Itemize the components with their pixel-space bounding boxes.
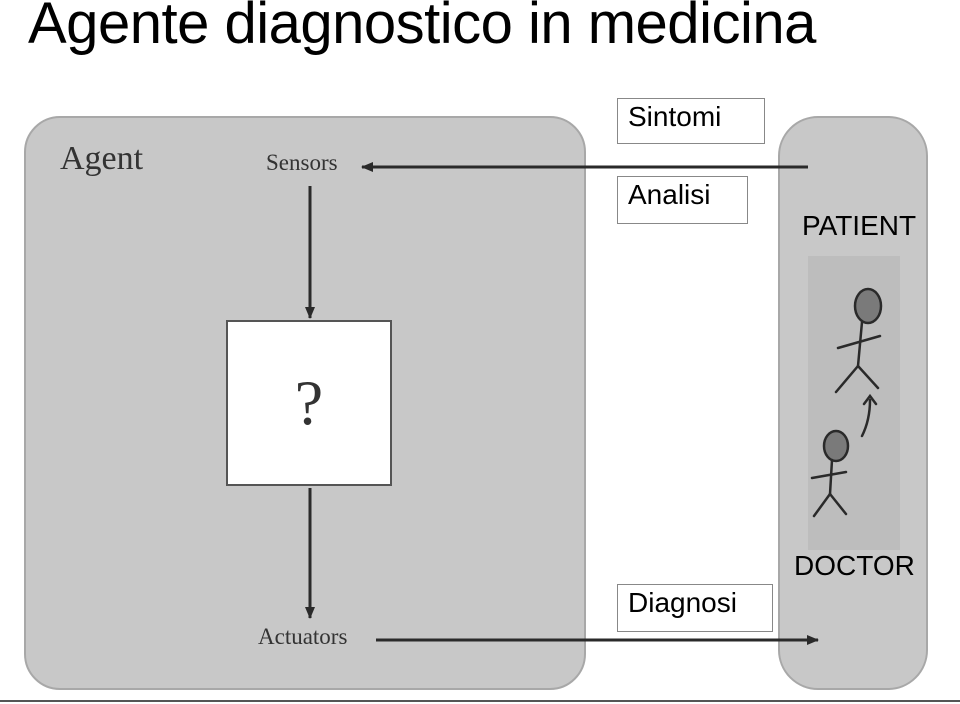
diagnosi-tag: Diagnosi [617, 584, 773, 632]
doctor-figure-icon [810, 429, 850, 518]
sensors-label: Sensors [266, 150, 338, 175]
question-mark: ? [294, 367, 324, 438]
sintomi-tag: Sintomi [617, 98, 765, 144]
page-title: Agente diagnostico in medicina [28, 0, 816, 56]
agent-function-box: ? [226, 320, 392, 486]
patient-label: PATIENT [802, 210, 917, 241]
bottom-divider [0, 700, 960, 702]
growth-arrow-icon [860, 393, 878, 438]
doctor-label: DOCTOR [794, 550, 915, 581]
actuators-label: Actuators [258, 624, 348, 649]
patient-figure-icon [834, 287, 883, 394]
analisi-tag: Analisi [617, 176, 748, 224]
agent-label: Agent [60, 140, 144, 177]
